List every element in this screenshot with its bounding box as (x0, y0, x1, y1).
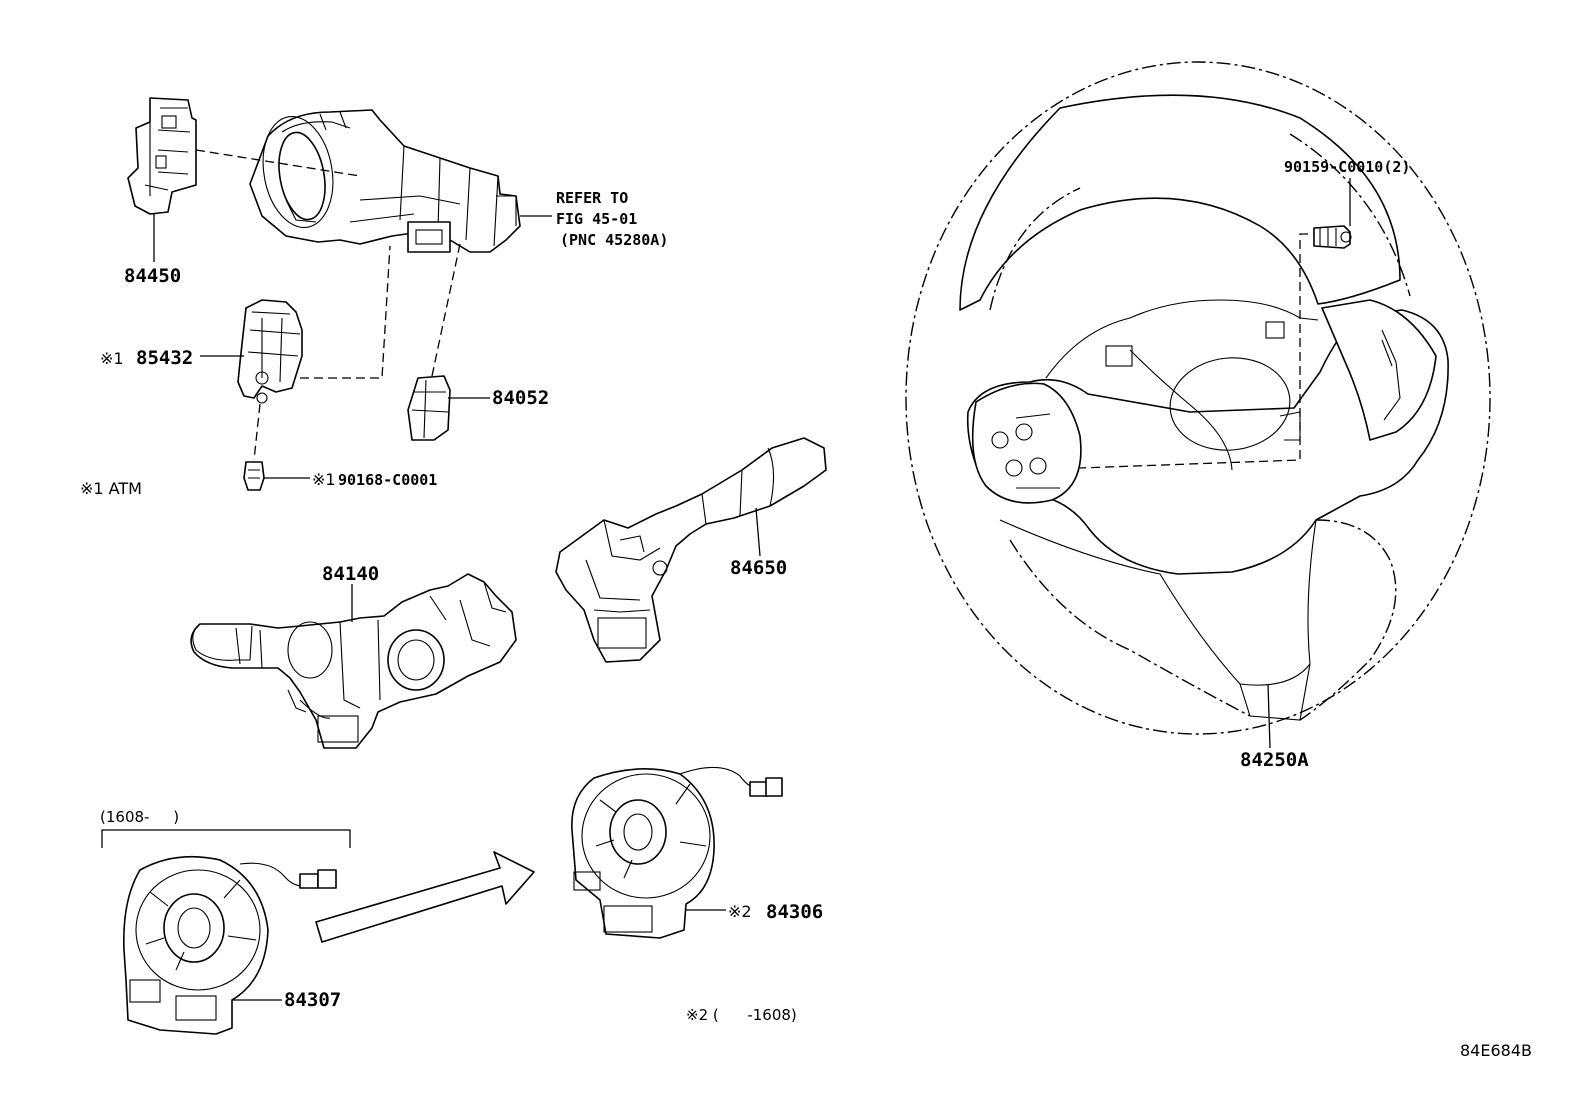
refer-line-2: FIG 45-01 (556, 210, 637, 228)
label-84650: 84650 (730, 557, 787, 579)
replacement-arrow (315, 851, 535, 943)
note-ref-85432: ※1 (100, 349, 124, 368)
part-84307-illustration (123, 855, 337, 1035)
label-84306: 84306 (766, 901, 823, 923)
part-84450-illustration (127, 97, 197, 215)
leader-84250A (1267, 683, 1271, 749)
label-84307: 84307 (284, 989, 341, 1011)
leader-84650 (755, 507, 761, 557)
part-90159-C0010-bolt-illustration (1313, 225, 1352, 249)
label-84250A: 84250A (1240, 749, 1309, 771)
dash-85432-to-screw (253, 403, 261, 461)
label-84450: 84450 (124, 265, 181, 287)
part-84052-illustration (407, 375, 451, 441)
column-switch-body-illustration (249, 109, 521, 253)
label-90159-C0010: 90159-C0010(2) (1284, 158, 1410, 176)
note-ref-84306: ※2 (728, 902, 752, 921)
date-range-new: (1608- ) (100, 808, 179, 826)
date-range-old: ※2 ( -1608) (686, 1006, 797, 1024)
part-84650-illustration (555, 437, 827, 663)
date-range-bracket (101, 829, 351, 848)
dash-85432-to-body (300, 245, 391, 379)
figure-code: 84E684B (1460, 1041, 1532, 1060)
dash-bolt-to-wheel (1079, 233, 1322, 469)
refer-line-3: (PNC 45280A) (560, 231, 668, 249)
label-84052: 84052 (492, 387, 549, 409)
part-90168-C0001-screw-illustration (243, 461, 265, 491)
part-85432-illustration (237, 299, 303, 404)
note-ref-90168: ※1 (312, 470, 336, 489)
atm-note: ※1 ATM (80, 479, 142, 498)
part-84140-illustration (190, 573, 517, 749)
refer-line-1: REFER TO (556, 189, 628, 207)
steering-wheel-illustration (905, 61, 1491, 735)
label-85432: 85432 (136, 347, 193, 369)
part-84306-illustration (571, 766, 783, 939)
label-90168-C0001: 90168-C0001 (338, 471, 437, 489)
dash-84052-to-body (431, 243, 461, 377)
label-84140: 84140 (322, 563, 379, 585)
